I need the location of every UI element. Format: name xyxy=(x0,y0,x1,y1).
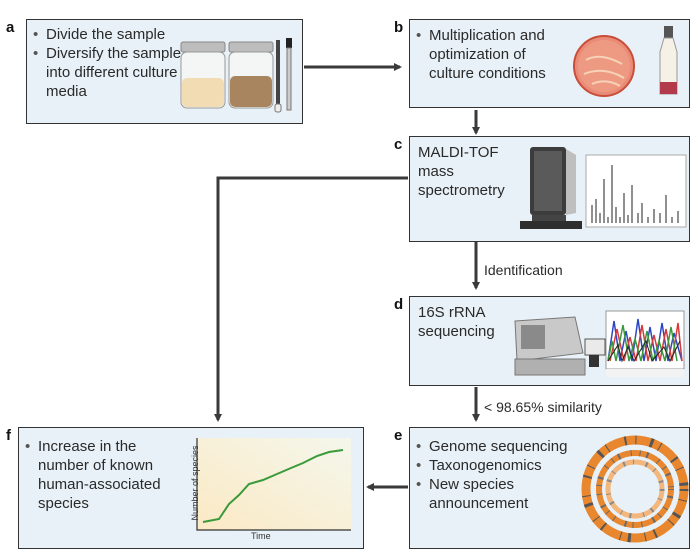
panel-c-text: MALDI-TOF mass spectrometry xyxy=(418,144,505,199)
panel-e-item: Taxonogenomics xyxy=(416,456,576,475)
panel-f-letter: f xyxy=(6,427,11,444)
panel-a: Divide the sample Diversify the sample i… xyxy=(26,19,303,124)
maldi-instrument-icon xyxy=(520,147,582,229)
panel-e-letter: e xyxy=(394,427,403,444)
panel-a-item: Divide the sample xyxy=(33,25,183,44)
plot-x-label: Time xyxy=(251,531,271,541)
panel-f-list: Increase in the number of known human-as… xyxy=(25,437,185,513)
mass-spectrum-icon xyxy=(585,154,687,228)
panel-e: Genome sequencing Taxonogenomics New spe… xyxy=(409,427,690,549)
panel-b-letter: b xyxy=(394,19,404,36)
panel-e-item: New species announcement xyxy=(416,475,576,513)
culture-bottle-icon xyxy=(659,26,678,95)
panel-f-item: Increase in the number of known human-as… xyxy=(25,437,185,513)
sample-jars-icon xyxy=(180,41,274,109)
panel-b: Multiplication and optimization of cultu… xyxy=(409,19,690,108)
panel-a-item: Diversify the sample into different cult… xyxy=(33,44,183,101)
panel-d: 16S rRNA sequencing xyxy=(409,296,690,386)
genome-ring-icon xyxy=(581,435,689,543)
panel-f: Increase in the number of known human-as… xyxy=(18,427,364,549)
panel-e-list: Genome sequencing Taxonogenomics New spe… xyxy=(416,437,576,513)
panel-a-letter: a xyxy=(6,19,15,36)
petri-dish-icon xyxy=(573,35,635,97)
panel-d-letter: d xyxy=(394,296,404,313)
arrow-c-to-f xyxy=(214,176,408,422)
panel-b-list: Multiplication and optimization of cultu… xyxy=(416,26,566,83)
chromatogram-icon xyxy=(605,310,685,377)
plot-y-label: Number of species xyxy=(190,445,200,521)
panel-a-list: Divide the sample Diversify the sample i… xyxy=(33,25,183,101)
swab-icon xyxy=(274,38,292,113)
edge-label-similarity: < 98.65% similarity xyxy=(484,399,602,415)
panel-c-letter: c xyxy=(394,136,403,153)
panel-b-item: Multiplication and optimization of cultu… xyxy=(416,26,566,83)
panel-d-text: 16S rRNA sequencing xyxy=(418,304,495,340)
species-growth-plot xyxy=(196,438,351,531)
sequencer-icon xyxy=(514,316,606,376)
edge-label-identification: Identification xyxy=(484,262,563,278)
panel-e-item: Genome sequencing xyxy=(416,437,576,456)
growth-curve xyxy=(202,449,344,523)
panel-c: MALDI-TOF mass spectrometry xyxy=(409,136,690,242)
